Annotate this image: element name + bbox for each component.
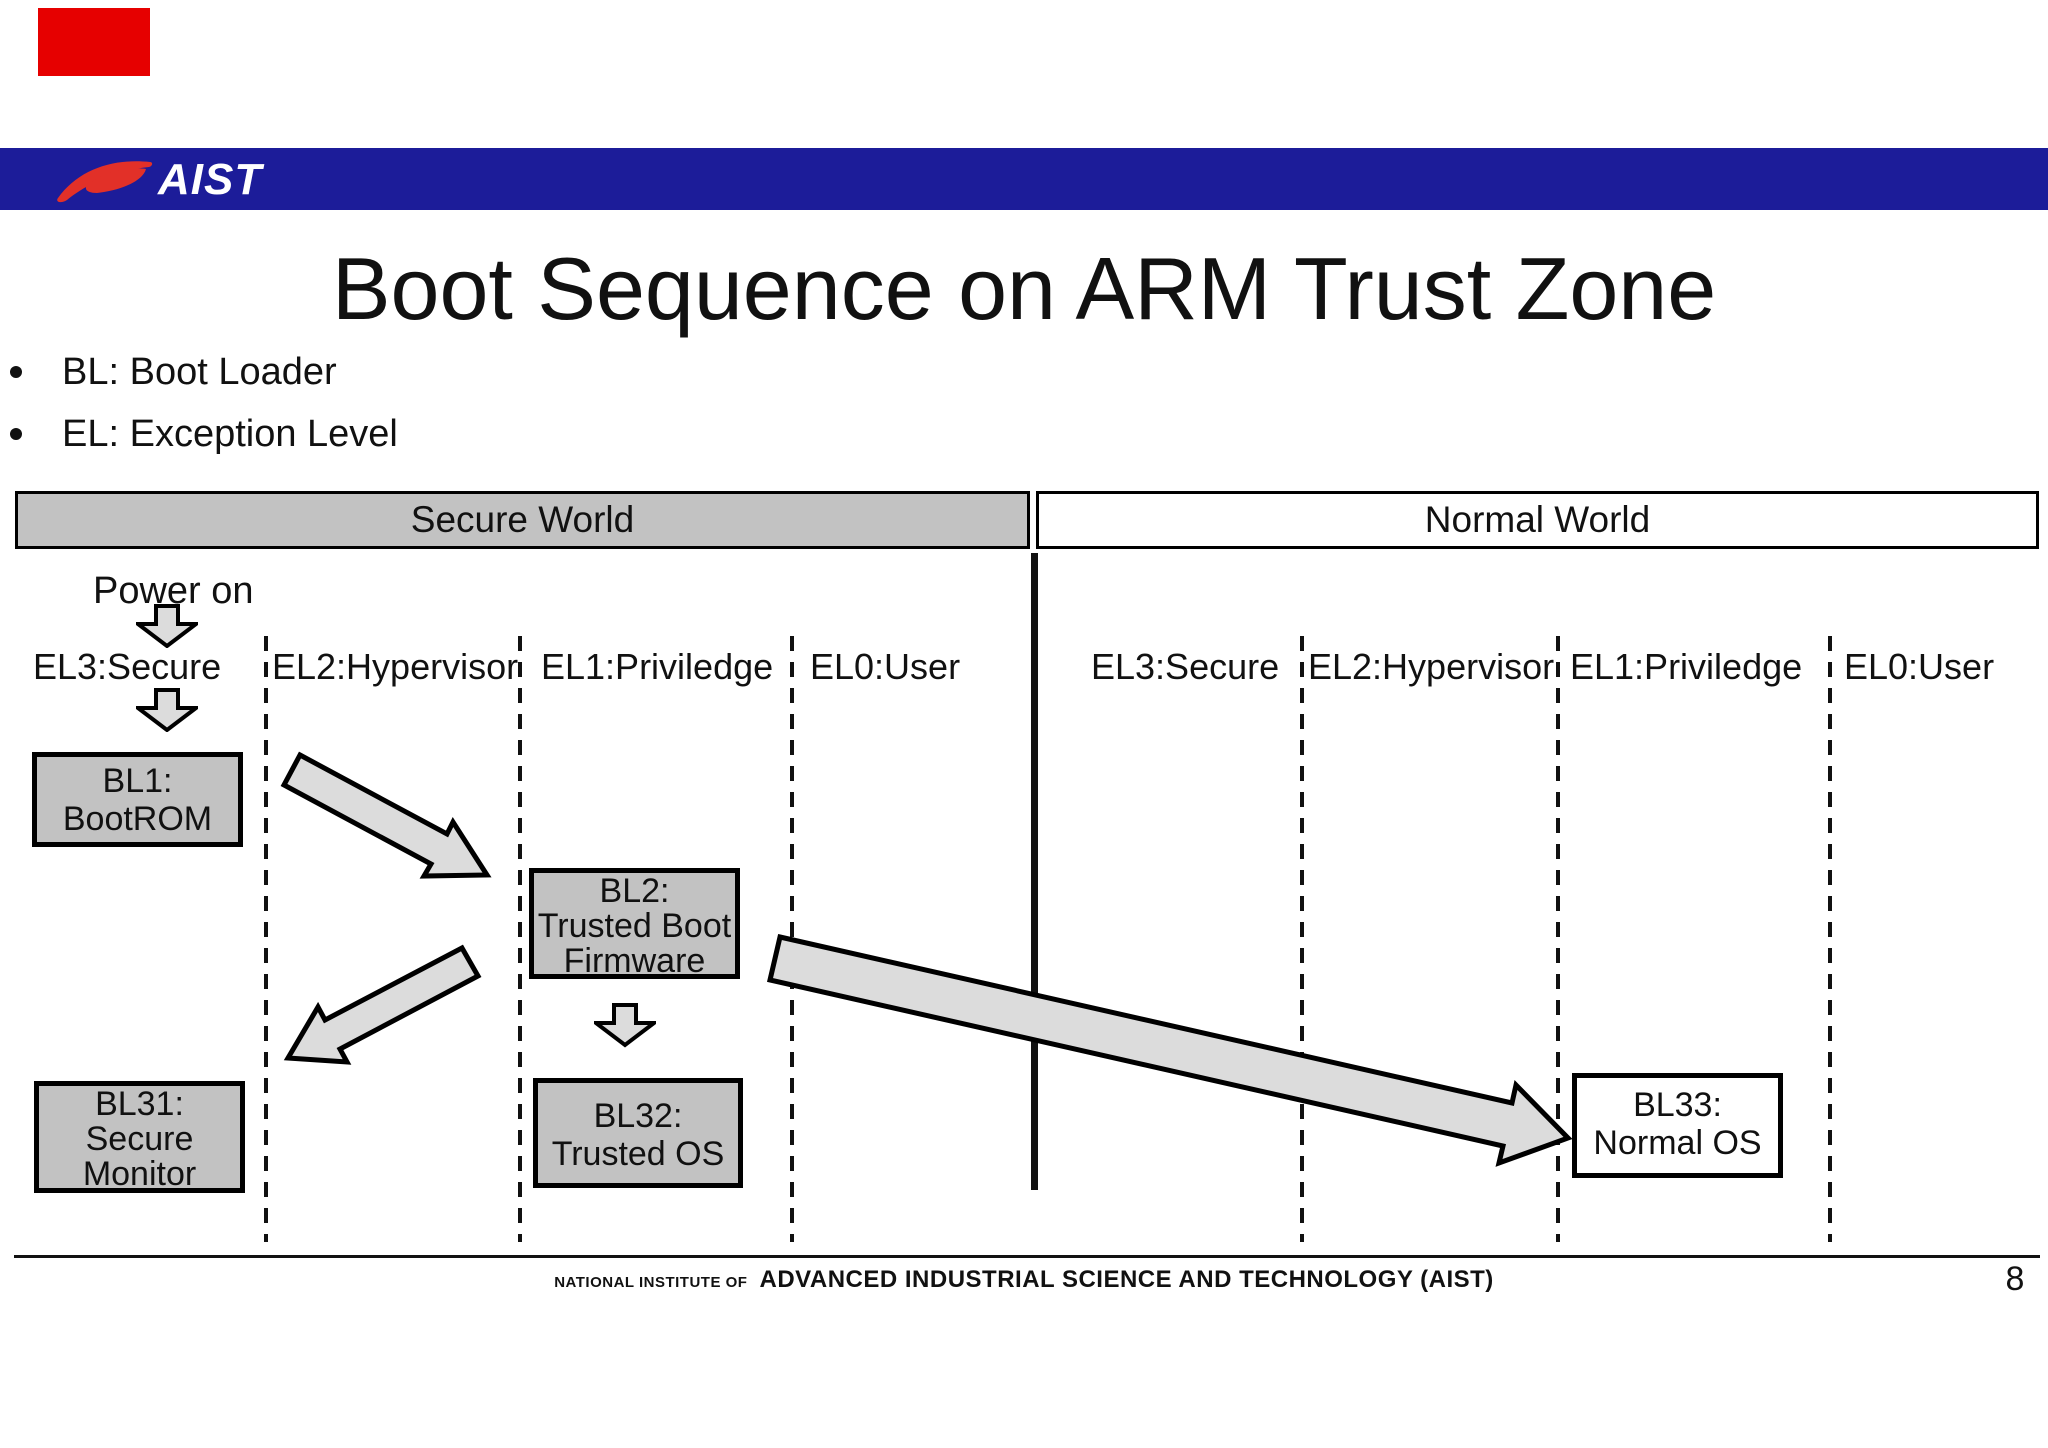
box-text: Normal OS bbox=[1593, 1124, 1762, 1162]
lane-divider-dashed bbox=[1828, 636, 1832, 1242]
footer: NATIONAL INSTITUTE OF ADVANCED INDUSTRIA… bbox=[0, 1266, 2048, 1294]
lane-divider-dashed bbox=[790, 636, 794, 1242]
arrow-bl2-to-bl31-icon bbox=[283, 944, 482, 1065]
el-label-secure-el0: EL0:User bbox=[810, 646, 961, 687]
brand-bar bbox=[0, 148, 2048, 210]
bullet-text: EL: Exception Level bbox=[62, 413, 398, 455]
slide-title: Boot Sequence on ARM Trust Zone bbox=[331, 239, 1717, 338]
box-text: BL1: bbox=[102, 762, 173, 800]
bullet-dot bbox=[10, 428, 22, 440]
box-text: Trusted Boot bbox=[537, 907, 732, 945]
normal-world-header: Normal World bbox=[1036, 491, 2039, 549]
box-bl31-secure-monitor: BL31: Secure Monitor bbox=[34, 1081, 245, 1193]
arrow-bl1-to-bl2-icon bbox=[280, 751, 492, 879]
secure-world-header: Secure World bbox=[15, 491, 1030, 549]
box-text: BL31: bbox=[95, 1085, 184, 1123]
down-arrow-icon bbox=[136, 688, 198, 732]
el-label-secure-el3: EL3:Secure bbox=[33, 646, 222, 687]
el-label-normal-el0: EL0:User bbox=[1844, 646, 1995, 687]
box-bl1-bootrom: BL1: BootROM bbox=[32, 752, 243, 847]
world-divider-line bbox=[1031, 553, 1038, 1190]
box-text: BL32: bbox=[593, 1097, 683, 1135]
box-bl32-trusted-os: BL32: Trusted OS bbox=[533, 1078, 743, 1188]
footer-rule bbox=[14, 1255, 2040, 1258]
el-label-normal-el1: EL1:Priviledge bbox=[1570, 646, 1803, 687]
aist-swoosh-icon bbox=[57, 161, 153, 203]
box-text: Firmware bbox=[563, 942, 706, 980]
box-bl2-trusted-boot-firmware: BL2: Trusted Boot Firmware bbox=[529, 868, 740, 979]
footer-institute: ADVANCED INDUSTRIAL SCIENCE AND TECHNOLO… bbox=[759, 1266, 1494, 1293]
secure-world-label: Secure World bbox=[410, 499, 635, 540]
el-label-secure-el2: EL2:Hypervisor bbox=[272, 646, 519, 687]
footer-prefix: NATIONAL INSTITUTE OF bbox=[554, 1274, 748, 1291]
box-text: Monitor bbox=[82, 1155, 197, 1193]
down-arrow-icon bbox=[594, 1003, 656, 1048]
el-label-normal-el3: EL3:Secure bbox=[1091, 646, 1280, 687]
red-marker bbox=[38, 8, 150, 76]
el-label-secure-el1: EL1:Priviledge bbox=[541, 646, 774, 687]
box-text: BL33: bbox=[1633, 1086, 1722, 1124]
bullet-text: BL: Boot Loader bbox=[62, 351, 337, 393]
arrow-bl2-to-bl33-icon bbox=[766, 934, 1573, 1167]
box-bl33-normal-os: BL33: Normal OS bbox=[1572, 1073, 1783, 1178]
lane-divider-dashed bbox=[1556, 636, 1560, 1242]
box-text: BL2: bbox=[599, 872, 670, 910]
down-arrow-icon bbox=[136, 604, 198, 648]
box-text: Secure bbox=[85, 1120, 194, 1158]
bullet-item: BL: Boot Loader bbox=[10, 350, 337, 394]
lane-divider-dashed bbox=[264, 636, 268, 1242]
aist-logo: AIST bbox=[52, 152, 282, 208]
aist-logo-text: AIST bbox=[158, 155, 263, 204]
el-label-normal-el2: EL2:Hypervisor bbox=[1308, 646, 1555, 687]
box-text: BootROM bbox=[62, 800, 213, 838]
lane-divider-dashed bbox=[1300, 636, 1304, 1242]
bullet-dot bbox=[10, 366, 22, 378]
box-text: Trusted OS bbox=[551, 1135, 725, 1173]
lane-divider-dashed bbox=[518, 636, 522, 1242]
normal-world-label: Normal World bbox=[1424, 499, 1651, 540]
page-number: 8 bbox=[2005, 1260, 2025, 1298]
bullet-item: EL: Exception Level bbox=[10, 412, 398, 456]
